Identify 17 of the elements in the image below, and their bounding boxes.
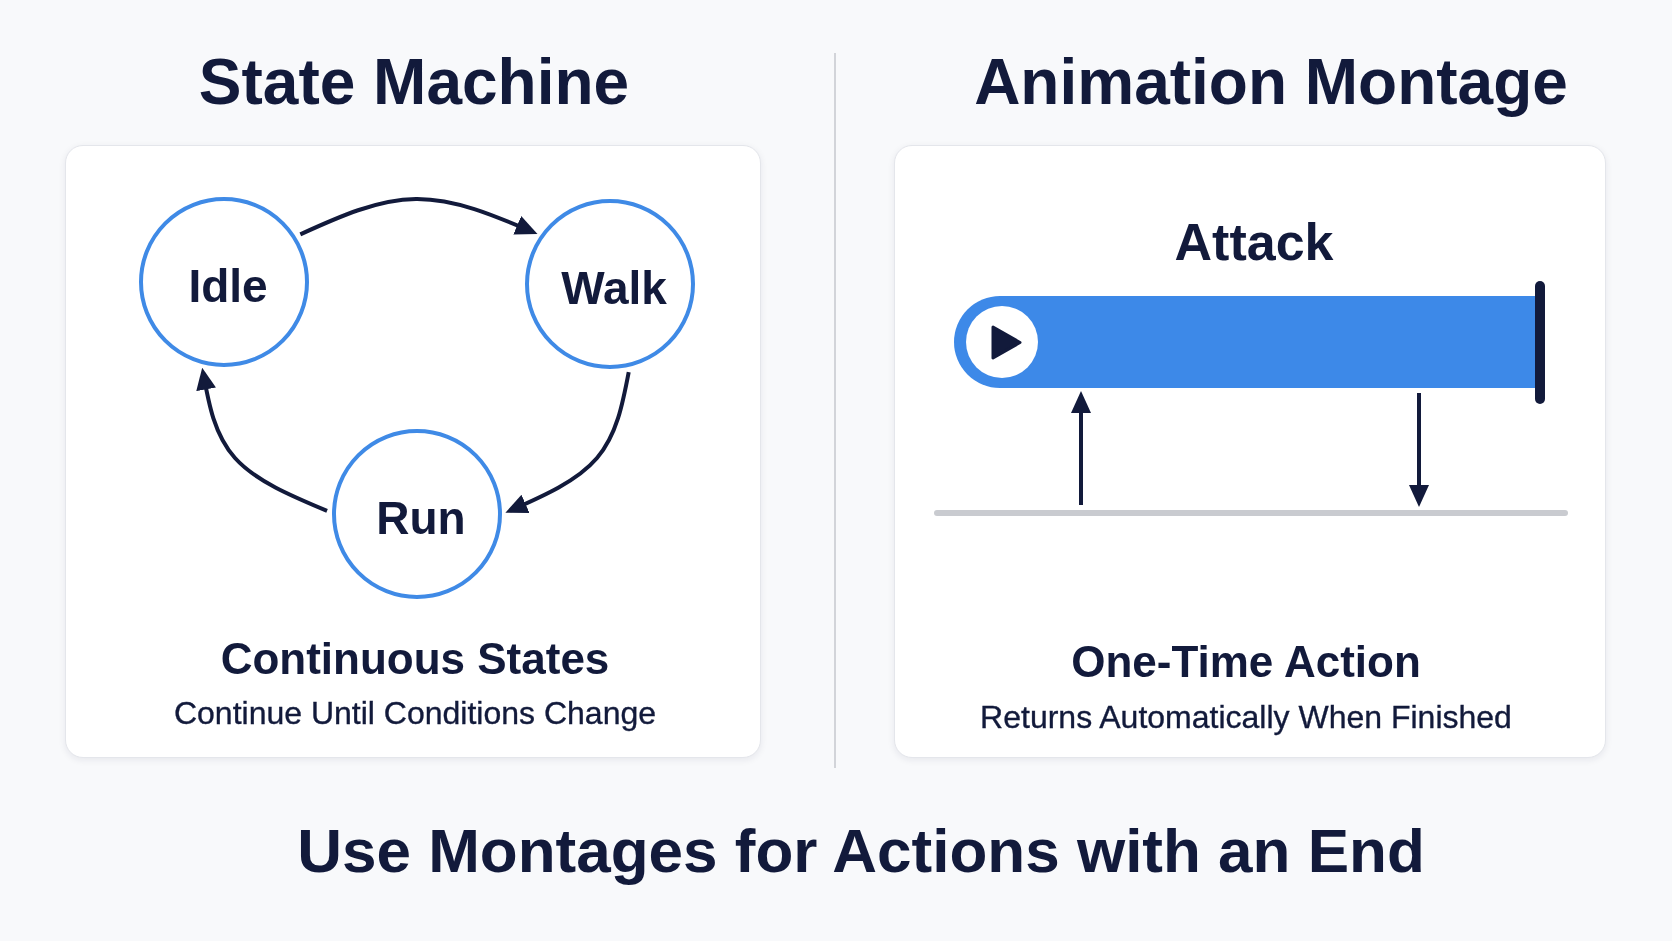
caption-text: Use Montages for Actions with an End <box>297 815 1425 887</box>
clip-title: Attack <box>1174 213 1334 273</box>
section-title: Animation Montage <box>974 46 1568 120</box>
arrow <box>1071 391 1091 505</box>
summary-heading: Continuous States <box>220 633 610 685</box>
timeline-line <box>934 510 1568 516</box>
state-label: Idle <box>188 259 268 313</box>
state-label: Run <box>376 491 466 545</box>
arrow <box>1409 393 1429 507</box>
section-title: State Machine <box>198 46 630 120</box>
arrow <box>196 367 328 513</box>
arrow <box>505 371 631 514</box>
summary-heading: One-Time Action <box>1071 636 1421 688</box>
arrow <box>299 197 538 237</box>
summary-text: Continue Until Conditions Change <box>173 694 657 732</box>
summary-text: Returns Automatically When Finished <box>980 698 1512 736</box>
state-label: Walk <box>561 261 667 315</box>
